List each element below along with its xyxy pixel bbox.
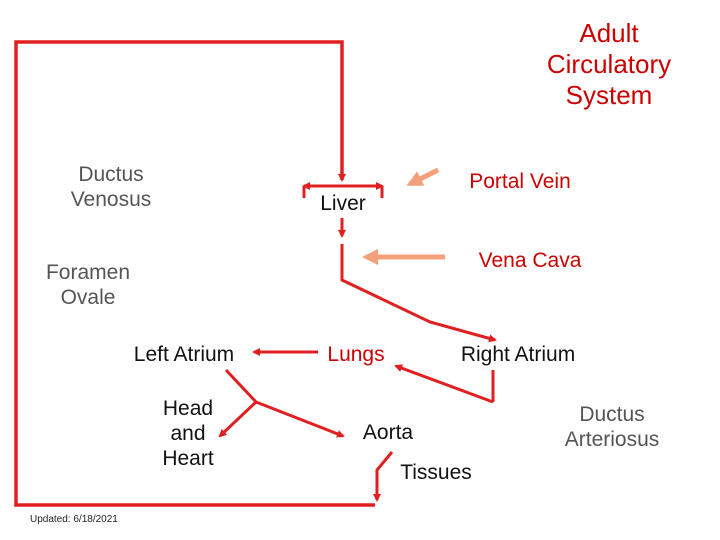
head-and-heart-label: Head and Heart (162, 397, 214, 471)
updated-date: Updated: 6/18/2021 (30, 514, 118, 525)
portal-vein-arrow (406, 167, 440, 187)
right-atrium-to-lungs-arrow (394, 364, 494, 404)
foramen-ovale-label: Foramen Ovale (45, 261, 131, 310)
return-loop-arrow (14, 40, 375, 507)
lungs-label: Lungs (327, 343, 385, 366)
liver-label: Liver (320, 192, 366, 215)
aorta-to-tissues-arrow (373, 451, 394, 502)
left-atrium-label: Left Atrium (133, 343, 235, 366)
to-head-heart-arrow (218, 400, 258, 438)
vena-cava-label: Vena Cava (478, 249, 582, 272)
tissues-label: Tissues (400, 461, 472, 484)
vena-cava-to-right-atrium-arrow (340, 244, 497, 343)
right-atrium-label: Right Atrium (460, 343, 576, 366)
diagram-title: Adult Circulatory System (546, 18, 672, 111)
aorta-label: Aorta (362, 421, 414, 444)
ductus-venosus-label: Ductus Venosus (70, 163, 152, 212)
portal-vein-label: Portal Vein (469, 170, 571, 193)
left-atrium-to-aorta-arrow (224, 368, 345, 438)
ductus-arteriosus-label: Ductus Arteriosus (564, 403, 660, 452)
